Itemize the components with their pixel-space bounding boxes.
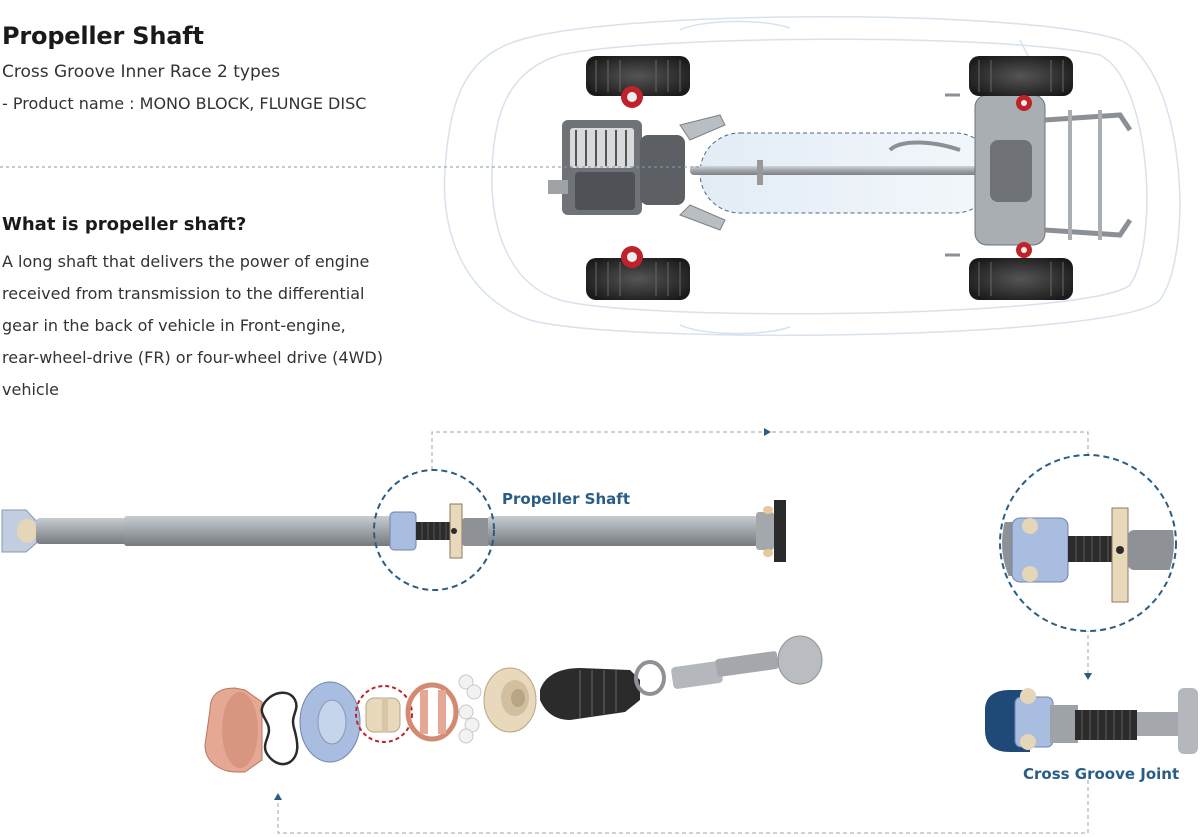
- propeller-shaft-assembly: [1, 500, 786, 562]
- exploded-parts: [204, 635, 823, 773]
- rubber-boot-part: [540, 668, 640, 720]
- boot-cap-part: [204, 687, 263, 773]
- section-heading: What is propeller shaft?: [2, 214, 247, 235]
- stub-shaft-part: [671, 635, 823, 689]
- description-line: gear in the back of vehicle in Front-eng…: [2, 316, 346, 335]
- clamp-ring-part: [634, 660, 666, 696]
- front-suspension: [679, 114, 726, 231]
- cage-part: [405, 682, 459, 742]
- balls-part: [458, 674, 482, 744]
- description-paragraph: A long shaft that delivers the power of …: [2, 246, 402, 406]
- page-title: Propeller Shaft: [2, 22, 204, 50]
- flow-arrow-right: [764, 428, 771, 436]
- description-line: received from transmission to the differ…: [2, 284, 365, 303]
- rear-wheels: [969, 56, 1073, 300]
- page-subtitle: Cross Groove Inner Race 2 types: [2, 62, 281, 82]
- flow-arrow-down: [1084, 673, 1092, 680]
- outer-race-part: [299, 681, 361, 763]
- description-line: vehicle: [2, 380, 59, 399]
- engine-block: [548, 120, 685, 215]
- flow-arrow-up: [274, 793, 282, 800]
- car-chassis-illustration: [443, 16, 1181, 336]
- propeller-callout-circle: [373, 469, 495, 591]
- inner-race-part: [355, 685, 413, 743]
- cross-groove-joint-product: [985, 688, 1198, 754]
- front-wheels: [586, 56, 690, 300]
- product-name-line: - Product name : MONO BLOCK, FLUNGE DISC: [2, 94, 367, 113]
- joint-magnified-view: [999, 454, 1177, 632]
- description-line: A long shaft that delivers the power of …: [2, 252, 370, 271]
- chassis-propeller-shaft: [690, 140, 980, 185]
- description-line: rear-wheel-drive (FR) or four-wheel driv…: [2, 348, 383, 367]
- boot-retainer-part: [483, 667, 537, 733]
- flow-connector: [277, 431, 1089, 834]
- propeller-shaft-label: Propeller Shaft: [502, 490, 630, 508]
- snap-ring-part: [260, 691, 299, 766]
- cross-groove-joint-label: Cross Groove Joint: [1023, 765, 1180, 783]
